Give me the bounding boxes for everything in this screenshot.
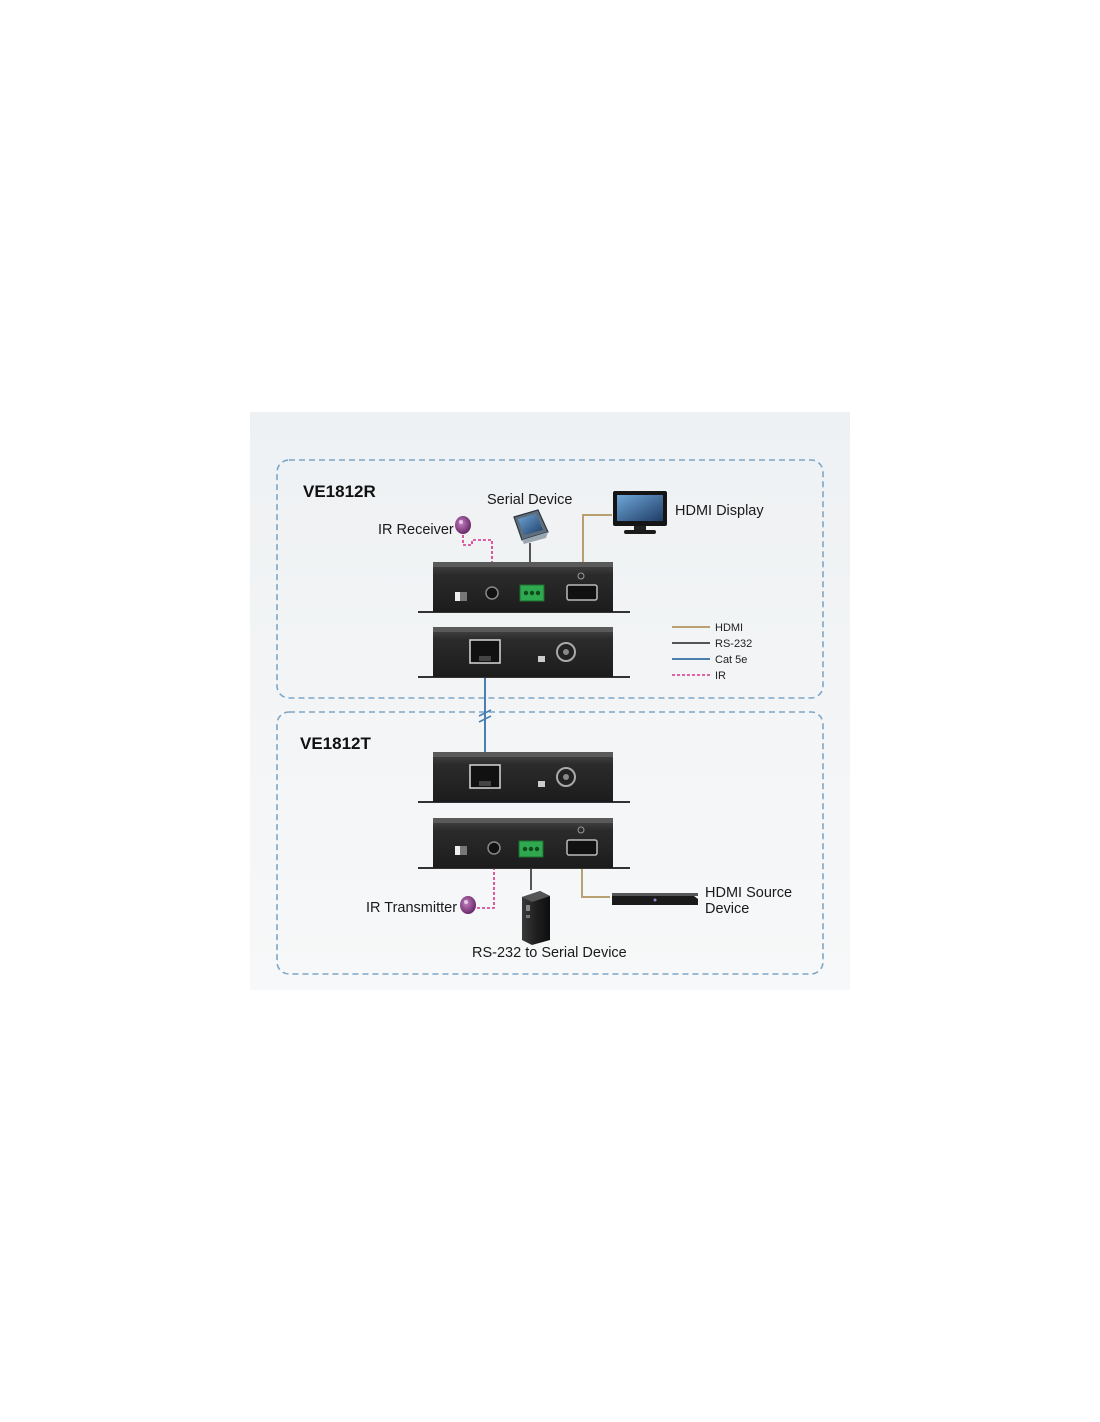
receiver-hdmi-port	[566, 584, 598, 601]
transmitter-power-led	[577, 826, 585, 834]
ir-transmitter-cable	[474, 862, 495, 909]
rj45-latch	[479, 656, 491, 661]
legend-label-2: Cat 5e	[715, 654, 747, 666]
terminal-pin	[534, 846, 540, 852]
transmitter-switch	[455, 846, 467, 855]
terminal-pin	[529, 590, 535, 596]
transmitter-group-box	[276, 711, 824, 975]
ir-transmitter-port	[487, 841, 501, 855]
transmitter-back-panel	[418, 752, 630, 803]
computer-tower-icon	[522, 891, 550, 945]
receiver-back-switch	[538, 656, 545, 662]
ir-receiver-port	[485, 586, 499, 600]
hdmi-source-label-line1: HDMI Source	[705, 885, 792, 901]
hdmi-display-label: HDMI Display	[675, 503, 764, 519]
transmitter-hdmi-port	[566, 839, 598, 856]
hdmi-display-icon	[613, 491, 667, 534]
terminal-pin	[523, 590, 529, 596]
serial-device-icon	[513, 509, 549, 544]
ir-receiver-sensor-icon	[455, 516, 471, 534]
receiver-group-title: VE1812R	[303, 482, 376, 501]
ir-transmitter-emitter-icon	[460, 896, 476, 914]
rj45-latch	[479, 781, 491, 786]
ir-receiver-label: IR Receiver	[378, 522, 454, 538]
power-jack-pin	[563, 774, 569, 780]
receiver-back-panel	[418, 627, 630, 678]
receiver-switch	[455, 592, 467, 601]
hdmi-display-cable	[582, 514, 612, 584]
receiver-rj45-port	[469, 639, 501, 664]
receiver-power-led	[577, 572, 585, 580]
legend-label-3: IR	[715, 670, 726, 682]
transmitter-switch-knob	[455, 846, 460, 855]
cable-break-mark	[478, 709, 492, 723]
serial-device-label: Serial Device	[487, 492, 572, 508]
source-led	[653, 898, 657, 902]
ir-receiver-cable	[462, 535, 493, 588]
transmitter-rj45-port	[469, 764, 501, 789]
terminal-pin	[522, 846, 528, 852]
rs232-serial-label: RS-232 to Serial Device	[472, 945, 627, 961]
transmitter-back-switch	[538, 781, 545, 787]
terminal-pin	[528, 846, 534, 852]
hdmi-source-label-line2: Device	[705, 901, 749, 917]
ir-transmitter-label: IR Transmitter	[366, 900, 457, 916]
diagram-background	[250, 412, 850, 990]
legend-label-0: HDMI	[715, 622, 743, 634]
transmitter-group-title: VE1812T	[300, 734, 371, 753]
legend-label-1: RS-232	[715, 638, 752, 650]
receiver-switch-knob	[455, 592, 460, 601]
hdmi-source-cable	[581, 862, 610, 898]
terminal-pin	[535, 590, 541, 596]
power-jack-pin	[563, 649, 569, 655]
receiver-group-box	[276, 459, 824, 699]
hdmi-source-device-icon	[612, 893, 698, 905]
